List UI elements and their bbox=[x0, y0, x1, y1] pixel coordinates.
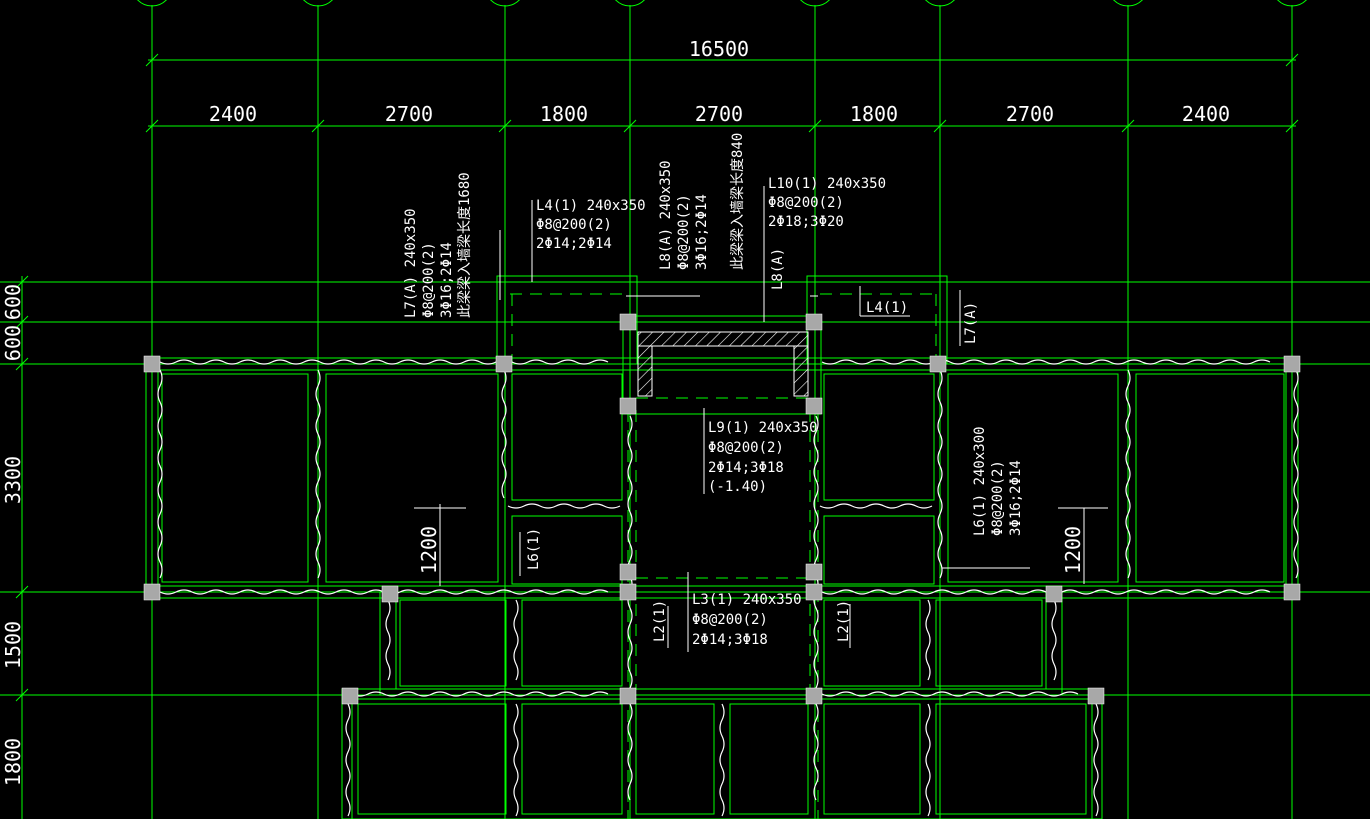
l8a-line-3: 3Φ16;2Φ14 bbox=[694, 194, 710, 270]
hatched-opening bbox=[637, 331, 809, 397]
dim-left-1: 600 bbox=[1, 284, 25, 320]
beam-note-l3: L3(1) 240x350 Φ8@200(2) 2Φ14;3Φ18 bbox=[692, 592, 802, 648]
dim-span-2: 2700 bbox=[385, 102, 433, 126]
dim-left-2: 600 bbox=[1, 325, 25, 361]
l10-line-2: Φ8@200(2) bbox=[768, 195, 844, 211]
beam-note-l8a: L8(A) 240x350 Φ8@200(2) 3Φ16;2Φ14 此梁梁入墙梁… bbox=[658, 133, 746, 270]
l3-line-3: 2Φ14;3Φ18 bbox=[692, 632, 768, 648]
beam-note-l9: L9(1) 240x350 Φ8@200(2) 2Φ14;3Φ18 (-1.40… bbox=[708, 420, 818, 495]
tag-l2-right: L2(1) bbox=[836, 600, 852, 642]
dim-span-1: 2400 bbox=[209, 102, 257, 126]
l4-line-3: 2Φ14;2Φ14 bbox=[536, 236, 612, 252]
l8a-line-4: 此梁梁入墙梁长度840 bbox=[730, 133, 746, 270]
beam-note-l7a: L7(A) 240x350 Φ8@200(2) 3Φ16;2Φ14 此梁梁入墙梁… bbox=[403, 172, 473, 318]
left-dimension-lines bbox=[15, 275, 29, 819]
l4-line-2: Φ8@200(2) bbox=[536, 217, 612, 233]
tag-l7a: L7(A) bbox=[963, 302, 979, 344]
dim-inner-right: 1200 bbox=[1061, 526, 1085, 574]
l3-line-2: Φ8@200(2) bbox=[692, 612, 768, 628]
columns bbox=[143, 313, 1301, 705]
l9-line-1: L9(1) 240x350 bbox=[708, 420, 818, 436]
tag-l6: L6(1) bbox=[526, 528, 542, 570]
l10-line-3: 2Φ18;3Φ20 bbox=[768, 214, 844, 230]
dim-overall: 16500 bbox=[689, 37, 749, 61]
l7a-line-1: L7(A) 240x350 bbox=[403, 208, 419, 318]
dim-span-6: 2700 bbox=[1006, 102, 1054, 126]
l8a-line-1: L8(A) 240x350 bbox=[658, 160, 674, 270]
l9-line-3: 2Φ14;3Φ18 bbox=[708, 460, 784, 476]
l6-line-3: 3Φ16;2Φ14 bbox=[1008, 460, 1024, 536]
dim-span-5: 1800 bbox=[850, 102, 898, 126]
beam-note-l6: L6(1) 240x300 Φ8@200(2) 3Φ16;2Φ14 bbox=[972, 426, 1024, 536]
tag-l2-left: L2(1) bbox=[652, 600, 668, 642]
vertical-grid-lines bbox=[151, 5, 1293, 819]
l8a-line-2: Φ8@200(2) bbox=[676, 194, 692, 270]
tag-l4: L4(1) bbox=[866, 300, 908, 316]
l6-line-2: Φ8@200(2) bbox=[990, 460, 1006, 536]
tag-l8a: L8(A) bbox=[770, 248, 786, 290]
top-dimension-lines bbox=[145, 53, 1299, 133]
l10-line-1: L10(1) 240x350 bbox=[768, 176, 886, 192]
beam-note-l10: L10(1) 240x350 Φ8@200(2) 2Φ18;3Φ20 bbox=[768, 176, 886, 230]
l9-line-4: (-1.40) bbox=[708, 479, 767, 495]
dim-span-7: 2400 bbox=[1182, 102, 1230, 126]
l6-line-1: L6(1) 240x300 bbox=[972, 426, 988, 536]
l4-line-1: L4(1) 240x350 bbox=[536, 198, 646, 214]
dim-span-4: 2700 bbox=[695, 102, 743, 126]
dashed-beam-lines bbox=[510, 293, 940, 819]
l9-line-2: Φ8@200(2) bbox=[708, 440, 784, 456]
l3-line-1: L3(1) 240x350 bbox=[692, 592, 802, 608]
wall-lines bbox=[145, 275, 1299, 819]
leader-lines bbox=[414, 186, 1108, 652]
l7a-line-3: 3Φ16;2Φ14 bbox=[439, 242, 455, 318]
dim-left-4: 1500 bbox=[1, 621, 25, 669]
beam-note-l4: L4(1) 240x350 Φ8@200(2) 2Φ14;2Φ14 bbox=[536, 198, 646, 252]
l7a-line-4: 此梁梁入墙梁长度1680 bbox=[457, 172, 473, 318]
axis-bubbles bbox=[137, 0, 1307, 7]
dim-span-3: 1800 bbox=[540, 102, 588, 126]
dim-left-3: 3300 bbox=[1, 456, 25, 504]
l7a-line-2: Φ8@200(2) bbox=[421, 242, 437, 318]
dim-inner-left: 1200 bbox=[417, 526, 441, 574]
dim-left-5: 1800 bbox=[1, 738, 25, 786]
